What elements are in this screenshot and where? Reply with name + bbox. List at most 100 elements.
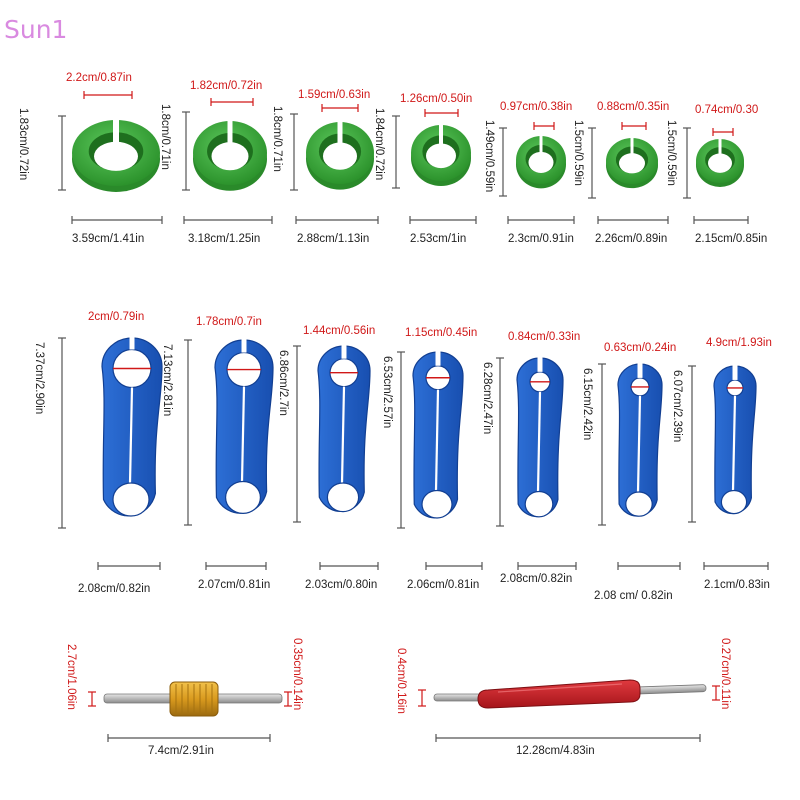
left-tip-label: 2.7cm/1.06in <box>65 644 77 710</box>
blue-tool-item: 1.44cm/0.56in 6.86cm/2.7in 2.03cm/0.80in <box>277 325 379 591</box>
width-dimension <box>205 562 267 570</box>
blue-release-tool <box>317 344 371 513</box>
inner-diameter-dimension <box>321 104 359 112</box>
inner-diameter-label: 0.84cm/0.33in <box>508 331 580 343</box>
valve-core-tool-gold <box>103 681 283 717</box>
width-label: 2.08cm/0.82in <box>78 583 150 595</box>
green-clip-ring <box>516 134 566 189</box>
height-dimension <box>588 127 596 199</box>
inner-diameter-label: 1.59cm/0.63in <box>298 89 370 101</box>
width-dimension <box>617 562 681 570</box>
inner-diameter-label: 1.15cm/0.45in <box>405 327 477 339</box>
green-ring-row: 2.2cm/0.87in1.83cm/0.72in3.59cm/1.41in1.… <box>17 72 767 245</box>
green-clip-ring <box>696 137 744 187</box>
length-dimension <box>435 734 701 742</box>
length-dimension <box>107 734 271 742</box>
height-label: 1.5cm/0.59in <box>572 120 584 186</box>
valve-core-tool-red <box>433 679 707 709</box>
inner-diameter-label: 2.2cm/0.87in <box>66 72 132 84</box>
blue-release-tool <box>412 350 464 519</box>
width-label: 3.59cm/1.41in <box>72 233 144 245</box>
height-dimension <box>683 127 691 199</box>
height-dimension <box>496 357 504 527</box>
width-label: 2.1cm/0.83in <box>704 579 770 591</box>
inner-diameter-dimension <box>83 91 133 99</box>
height-label: 6.86cm/2.7in <box>277 350 289 416</box>
width-dimension <box>693 216 749 224</box>
height-label: 7.13cm/2.81in <box>161 344 173 416</box>
blue-release-tool <box>713 364 757 515</box>
width-label: 2.3cm/0.91in <box>508 233 574 245</box>
height-label: 6.53cm/2.57in <box>381 356 393 428</box>
width-label: 3.18cm/1.25in <box>188 233 260 245</box>
width-label: 2.53cm/1in <box>410 233 466 245</box>
inner-diameter-label: 1.82cm/0.72in <box>190 80 262 92</box>
width-dimension <box>507 216 575 224</box>
green-ring-item: 1.82cm/0.72in 1.8cm/0.71in 3.18cm/1.25in <box>159 80 273 245</box>
height-label: 7.37cm/2.90in <box>33 342 45 414</box>
width-label: 2.06cm/0.81in <box>407 579 479 591</box>
height-label: 1.8cm/0.71in <box>159 104 171 170</box>
inner-diameter-dimension <box>533 122 555 130</box>
blue-tool-row: 2cm/0.79in 7.37cm/2.90in 2.08cm/0.82in 1.78… <box>33 311 772 602</box>
width-label: 2.08 cm/ 0.82in <box>594 590 673 602</box>
right-tip-label: 0.27cm/0.11in <box>719 638 731 709</box>
green-ring-item: 0.97cm/0.38in 1.49cm/0.59in 2.3cm/0.91in <box>483 101 575 245</box>
height-label: 6.15cm/2.42in <box>581 368 593 440</box>
height-label: 1.49cm/0.59in <box>483 120 495 192</box>
width-label: 2.88cm/1.13in <box>297 233 369 245</box>
length-label: 7.4cm/2.91in <box>148 745 214 757</box>
width-label: 2.26cm/0.89in <box>595 233 667 245</box>
inner-diameter-label: 4.9cm/1.93in <box>706 337 772 349</box>
width-dimension <box>183 216 273 224</box>
width-dimension <box>97 562 161 570</box>
green-clip-ring <box>306 120 374 190</box>
green-ring-item: 1.26cm/0.50in 1.84cm/0.72in 2.53cm/1in <box>373 93 477 245</box>
green-clip-ring <box>72 118 160 192</box>
inner-diameter-label: 1.78cm/0.7in <box>196 316 262 328</box>
height-label: 1.84cm/0.72in <box>373 108 385 180</box>
width-dimension <box>425 562 483 570</box>
height-label: 6.28cm/2.47in <box>481 362 493 434</box>
inner-diameter-label: 0.97cm/0.38in <box>500 101 572 113</box>
blue-tool-item: 2cm/0.79in 7.37cm/2.90in 2.08cm/0.82in <box>33 311 163 595</box>
height-dimension <box>397 351 405 529</box>
right-tip-label: 0.35cm/0.14in <box>291 638 303 710</box>
width-label: 2.03cm/0.80in <box>305 579 377 591</box>
width-dimension <box>517 562 577 570</box>
green-clip-ring <box>606 136 658 189</box>
blue-release-tool <box>516 356 564 518</box>
height-label: 1.5cm/0.59in <box>665 120 677 186</box>
width-label: 2.08cm/0.82in <box>500 573 572 585</box>
blue-release-tool <box>617 362 663 517</box>
height-dimension <box>688 365 696 523</box>
inner-diameter-label: 2cm/0.79in <box>88 311 144 323</box>
height-dimension <box>58 115 66 191</box>
inner-diameter-label: 1.44cm/0.56in <box>303 325 375 337</box>
inner-diameter-dimension <box>621 122 647 130</box>
inner-diameter-label: 0.74cm/0.30 <box>695 104 758 116</box>
height-dimension <box>290 113 298 191</box>
height-dimension <box>58 337 66 529</box>
blue-tool-item: 1.15cm/0.45in 6.53cm/2.57in 2.06cm/0.81in <box>381 327 483 591</box>
valve-tool-small: 2.7cm/1.06in 0.35cm/0.14in 7.4cm/2.91in <box>65 638 303 757</box>
length-label: 12.28cm/4.83in <box>516 745 595 757</box>
inner-diameter-label: 1.26cm/0.50in <box>400 93 472 105</box>
inner-diameter-dimension <box>712 128 734 136</box>
height-dimension <box>499 127 507 197</box>
height-dimension <box>598 363 606 526</box>
height-dimension <box>184 339 192 526</box>
width-dimension <box>71 216 163 224</box>
green-clip-ring <box>193 119 267 191</box>
width-dimension <box>409 216 477 224</box>
height-label: 6.07cm/2.39in <box>671 370 683 442</box>
